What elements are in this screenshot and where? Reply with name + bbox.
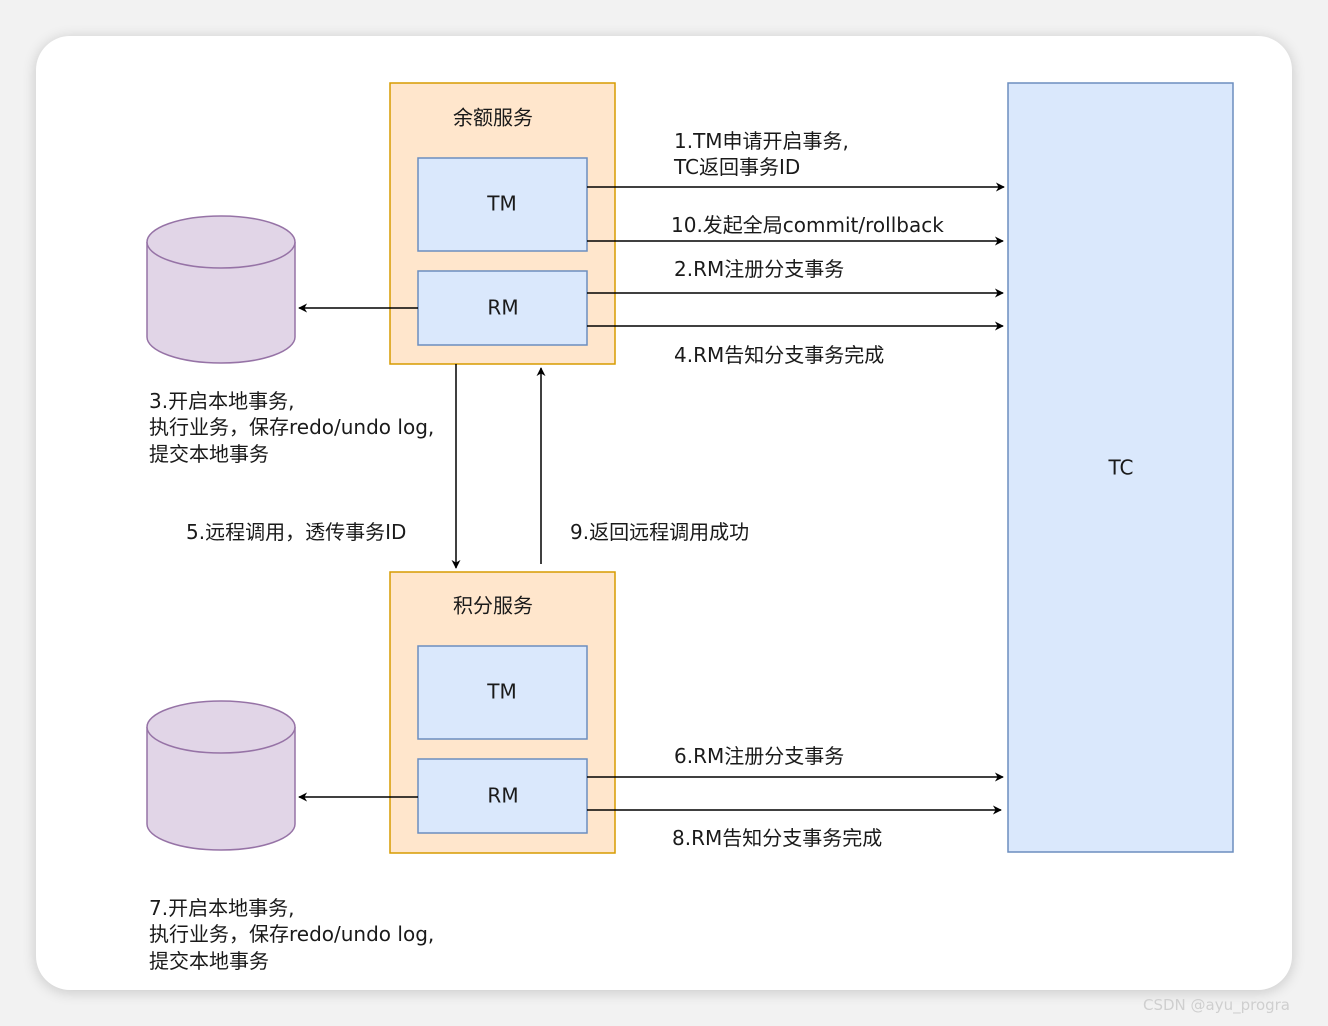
points-tm-box <box>417 645 588 740</box>
watermark: CSDN @ayu_progra <box>1142 996 1290 1014</box>
step6-label: 6.RM注册分支事务 <box>674 744 844 768</box>
step7-label-line1: 7.开启本地事务, <box>149 896 294 920</box>
step1-label-line1: 1.TM申请开启事务, <box>674 129 849 153</box>
points-rm-label: RM <box>487 784 518 808</box>
balance-rm-label: RM <box>487 296 518 320</box>
balance-database-icon <box>146 215 296 364</box>
step3-label-line3: 提交本地事务 <box>149 442 269 466</box>
points-rm-box <box>417 758 588 834</box>
step5-label: 5.远程调用，透传事务ID <box>186 520 406 544</box>
step9-label: 9.返回远程调用成功 <box>570 520 749 544</box>
step7-label-line2: 执行业务，保存redo/undo log, <box>149 922 434 946</box>
balance-service-title: 余额服务 <box>453 106 533 130</box>
step1-label-line2: TC返回事务ID <box>673 155 800 179</box>
step2-label: 2.RM注册分支事务 <box>674 257 844 281</box>
balance-tm-label: TM <box>486 192 516 216</box>
tc-box <box>1007 82 1234 853</box>
points-service-title: 积分服务 <box>453 594 533 618</box>
points-tm-label: TM <box>486 680 516 704</box>
step10-label: 10.发起全局commit/rollback <box>671 213 944 237</box>
tc-label: TC <box>1107 456 1133 480</box>
step7-label-line3: 提交本地事务 <box>149 949 269 973</box>
balance-tm-box <box>417 157 588 252</box>
step8-label: 8.RM告知分支事务完成 <box>672 826 882 850</box>
step3-label-line1: 3.开启本地事务, <box>149 389 294 413</box>
points-database-icon <box>146 700 296 851</box>
balance-rm-box <box>417 270 588 346</box>
step4-label: 4.RM告知分支事务完成 <box>674 343 884 367</box>
step3-label-line2: 执行业务，保存redo/undo log, <box>149 415 434 439</box>
